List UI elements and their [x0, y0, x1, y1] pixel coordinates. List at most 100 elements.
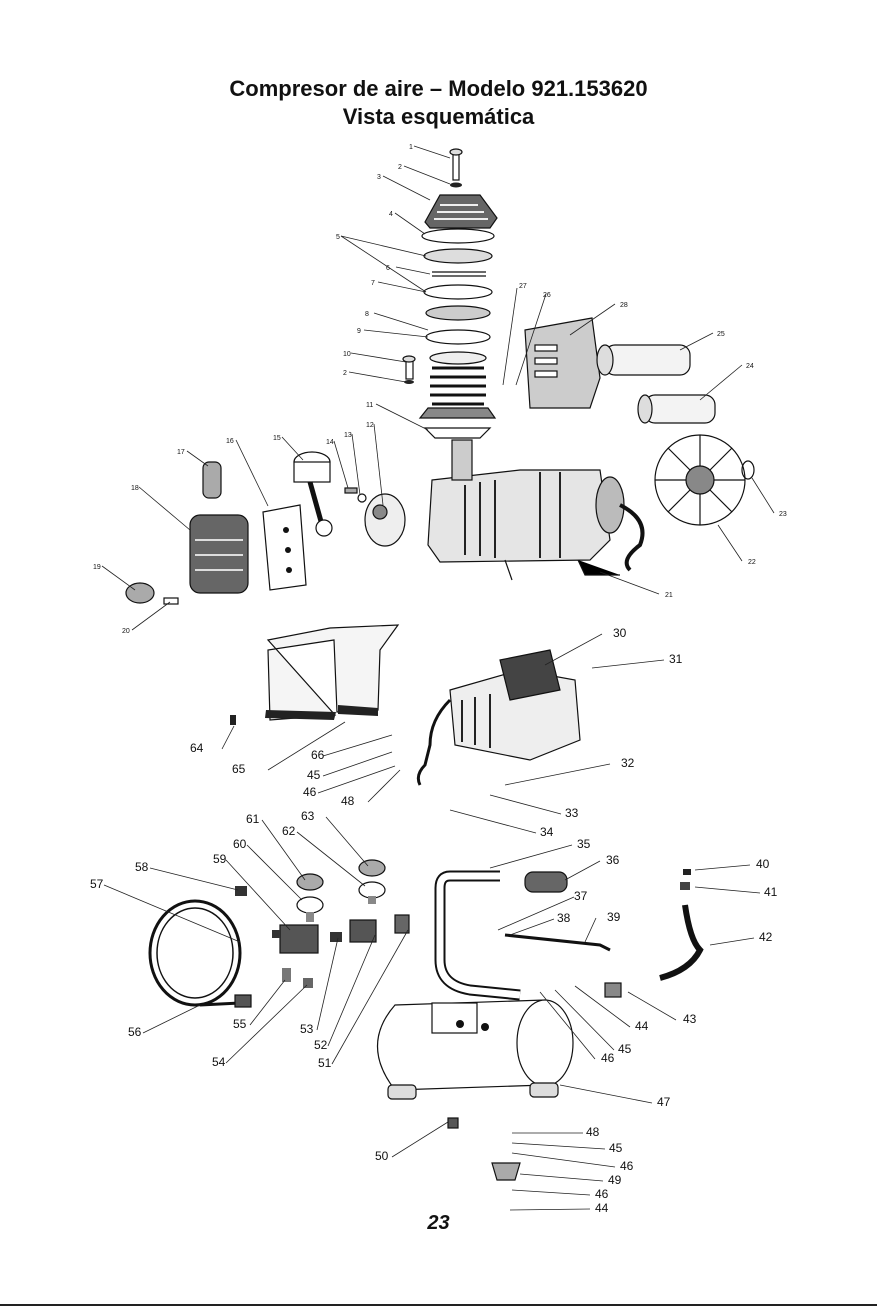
- capacitor-large: [597, 345, 690, 375]
- callout-number: 11: [366, 402, 373, 409]
- callout-number: 27: [519, 283, 527, 290]
- callout-number: 6: [386, 265, 390, 272]
- fitting-40: [683, 869, 691, 875]
- discharge-tube: [505, 935, 610, 950]
- gauge-60: [297, 897, 323, 922]
- callout-number: 15: [273, 435, 281, 442]
- capacitor-small: [638, 395, 715, 423]
- handle-grip: [525, 872, 567, 892]
- callout-number: 2: [343, 370, 347, 377]
- screw-64: [230, 715, 236, 725]
- gauge-62: [359, 882, 385, 904]
- callout-number: 63: [301, 809, 315, 823]
- crankcase-motor: [428, 440, 643, 580]
- callout-number: 24: [746, 363, 754, 370]
- fitting-54: [303, 978, 313, 988]
- outlet-hose: [660, 905, 700, 978]
- callout-number: 53: [300, 1022, 314, 1036]
- callout-number: 54: [212, 1055, 226, 1069]
- callout-number: 55: [233, 1017, 247, 1031]
- callout-number: 14: [326, 439, 334, 446]
- cylinder-gasket: [426, 330, 490, 344]
- shroud-cover: [265, 625, 398, 720]
- fitting-53: [330, 932, 342, 942]
- set-screw-14: [345, 488, 357, 493]
- callout-number: 31: [669, 652, 683, 666]
- callout-number: 51: [318, 1056, 332, 1070]
- callout-number: 30: [613, 626, 627, 640]
- callout-number: 65: [232, 762, 246, 776]
- callout-number: 2: [398, 164, 402, 171]
- callout-number: 4: [389, 211, 393, 218]
- callout-number: 36: [606, 853, 620, 867]
- gauge-61: [297, 874, 323, 890]
- rubber-foot: [492, 1163, 520, 1180]
- callout-number: 41: [764, 885, 778, 899]
- callout-number: 35: [577, 837, 591, 851]
- callout-number: 13: [344, 432, 352, 439]
- callout-number: 20: [122, 628, 130, 635]
- cover-gasket: [263, 505, 306, 590]
- callout-number: 48: [586, 1125, 600, 1139]
- callout-number: 46: [620, 1159, 634, 1173]
- callout-number: 46: [303, 785, 317, 799]
- callout-number: 1: [409, 144, 413, 151]
- callout-number: 50: [375, 1149, 389, 1163]
- head-gasket: [422, 229, 494, 243]
- valve-plate-gasket: [424, 249, 492, 263]
- callout-number: 21: [665, 592, 673, 599]
- callout-number: 61: [246, 812, 260, 826]
- assembled-pump-motor: [418, 650, 580, 785]
- regulator-52: [350, 920, 376, 942]
- fitting-58: [235, 886, 247, 896]
- bottom-rule: [0, 1304, 877, 1306]
- head-bolt: [450, 149, 462, 180]
- callout-number: 42: [759, 930, 773, 944]
- fitting-55: [282, 968, 291, 982]
- o-ring: [426, 306, 490, 320]
- callout-number: 8: [365, 311, 369, 318]
- callout-number: 52: [314, 1038, 328, 1052]
- cylinder-head: [425, 195, 497, 228]
- callout-number: 49: [608, 1173, 622, 1187]
- cover-screw: [164, 598, 178, 604]
- callout-number: 37: [574, 889, 588, 903]
- air-tank: [378, 1000, 574, 1099]
- head-bolt-washer: [450, 183, 462, 188]
- power-cord-plug: [235, 995, 251, 1007]
- callout-number: 10: [343, 351, 351, 358]
- callout-number: 40: [756, 857, 770, 871]
- gauge-63: [359, 860, 385, 876]
- callout-number: 19: [93, 564, 101, 571]
- callout-number: 46: [601, 1051, 615, 1065]
- callout-number: 18: [131, 485, 139, 492]
- callout-number: 62: [282, 824, 296, 838]
- callout-number: 34: [540, 825, 554, 839]
- callout-number: 39: [607, 910, 621, 924]
- air-filter-cover: [190, 515, 248, 593]
- callout-number: 7: [371, 280, 375, 287]
- callout-number: 59: [213, 852, 227, 866]
- callout-number: 16: [226, 438, 234, 445]
- cylinder-bolt: [403, 356, 415, 379]
- filter-element: [203, 462, 221, 498]
- motor-shroud: [525, 318, 600, 408]
- fitting-41: [680, 882, 690, 890]
- callout-number: 33: [565, 806, 579, 820]
- callout-number: 26: [543, 292, 551, 299]
- callout-number: 17: [177, 449, 185, 456]
- callout-number: 45: [618, 1042, 632, 1056]
- coupler-51: [395, 915, 409, 933]
- callout-number: 28: [620, 302, 628, 309]
- cylinder-base-gasket: [425, 428, 490, 438]
- callout-number: 45: [609, 1141, 623, 1155]
- valve-43: [605, 983, 621, 997]
- callout-number: 58: [135, 860, 149, 874]
- callout-number: 47: [657, 1095, 671, 1109]
- callout-number: 12: [366, 422, 374, 429]
- callout-number: 56: [128, 1025, 142, 1039]
- callout-number: 9: [357, 328, 361, 335]
- callout-number: 22: [748, 559, 756, 566]
- callout-number: 66: [311, 748, 325, 762]
